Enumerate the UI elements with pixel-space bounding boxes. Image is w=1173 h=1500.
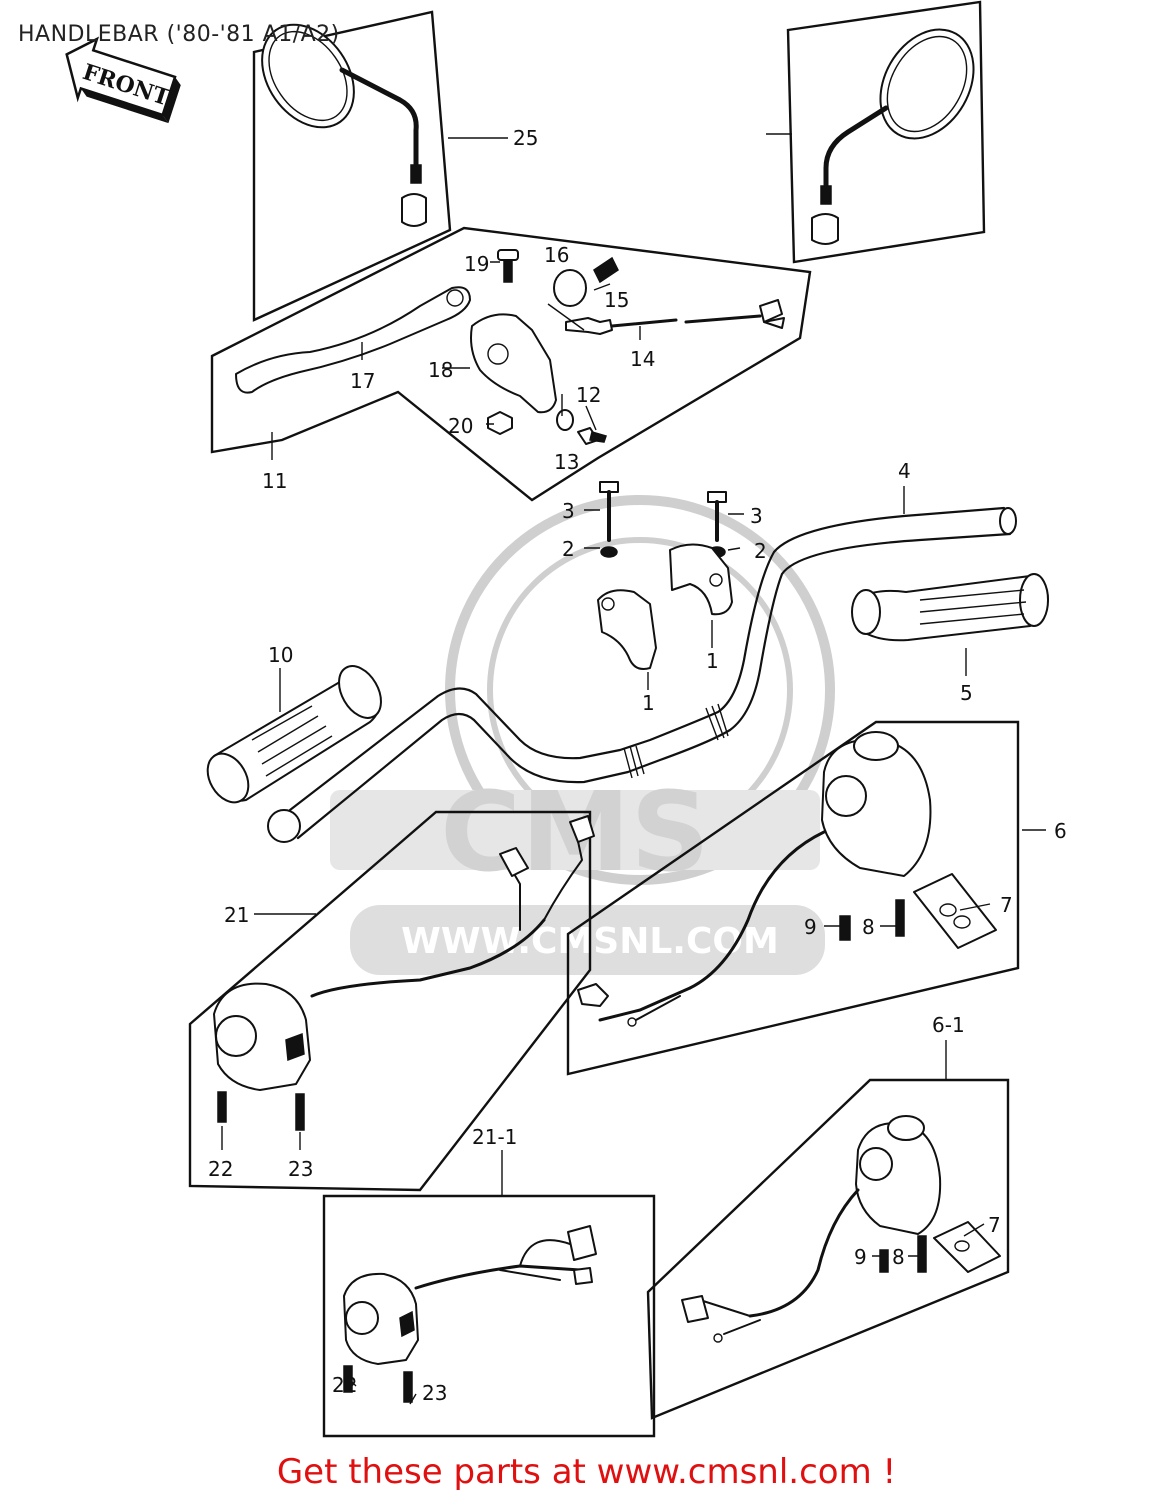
handlebar-holders [597,481,733,670]
callout-1-left: 1 [642,691,655,715]
callout-9: 9 [804,915,817,939]
callout-20: 20 [448,414,473,438]
callout-6: 6 [1054,819,1067,843]
mirror-left [252,10,452,322]
callout-12: 12 [576,383,601,407]
callout-3-left: 3 [562,499,575,523]
callout-2-left: 2 [562,537,575,561]
callout-7: 7 [1000,893,1013,917]
page-title: HANDLEBAR ('80-'81 A1/A2) [18,22,340,47]
leader-lines [221,133,1046,1405]
callout-5: 5 [960,681,973,705]
switch-left-alt [322,1194,656,1438]
lever-assembly [210,226,812,502]
callout-18: 18 [428,358,453,382]
callout-labels: 25 19 16 15 14 17 18 12 20 13 11 4 3 3 2… [208,126,1067,1405]
callout-23-alt: 23 [422,1381,447,1405]
callout-21-1: 21-1 [472,1125,517,1149]
callout-17: 17 [350,369,375,393]
callout-23: 23 [288,1157,313,1181]
handlebar [267,506,1017,843]
callout-8: 8 [862,915,875,939]
callout-4: 4 [898,459,911,483]
mirror-right [786,0,986,264]
callout-24: 25 [513,126,538,150]
callout-19: 19 [464,252,489,276]
callout-7-alt: 7 [988,1213,1001,1237]
callout-15: 15 [604,288,629,312]
footer-link-text[interactable]: Get these parts at www.cmsnl.com ! [276,1452,897,1492]
grip-left [206,665,382,804]
callout-3-right: 3 [750,504,763,528]
callout-13: 13 [554,450,579,474]
callout-16: 16 [544,243,569,267]
callout-9-alt: 9 [854,1245,867,1269]
callout-1-right: 1 [706,649,719,673]
callout-10: 10 [268,643,293,667]
switch-right-alt [646,1078,1010,1420]
callout-2-right: 2 [754,539,767,563]
callout-6-1: 6-1 [932,1013,965,1037]
callout-14: 14 [630,347,655,371]
callout-11: 11 [262,469,287,493]
callout-21: 21 [224,903,249,927]
callout-22: 22 [208,1157,233,1181]
knurled-section [623,703,729,779]
callout-22-alt: 22 [332,1373,357,1397]
grip-right [851,573,1049,642]
switch-right [566,720,1020,1076]
callout-8-alt: 8 [892,1245,905,1269]
switch-left [188,810,595,1192]
